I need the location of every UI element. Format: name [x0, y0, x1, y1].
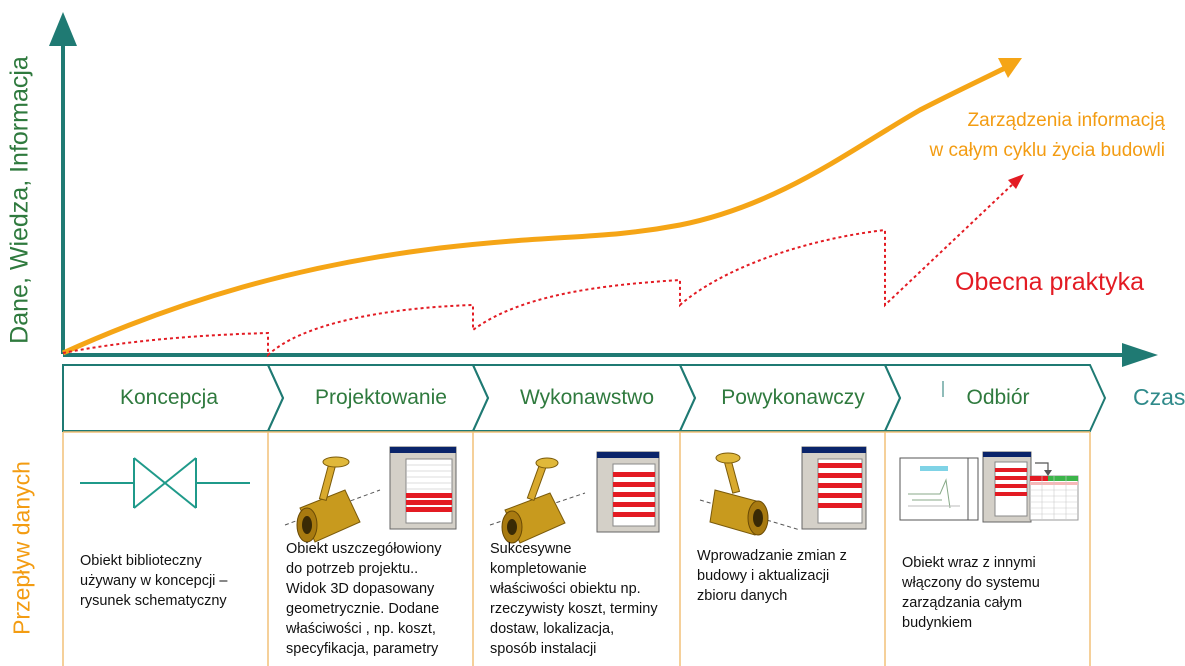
stage-label-odbior: Odbiór — [966, 386, 1030, 409]
y-axis-arrowhead — [49, 12, 77, 46]
stage-description-projektowanie: Obiekt uszczegółowiony do potrzeb projek… — [286, 541, 442, 657]
properties-dialog-icon — [596, 451, 660, 533]
chevron-odbior — [883, 364, 1107, 432]
stage-chevrons — [62, 364, 1107, 432]
red-curve-arrowhead — [1008, 174, 1024, 189]
data-flow-boxes — [62, 431, 1091, 666]
red-current-practice-curve — [62, 181, 1016, 358]
orange-lifecycle-curve — [61, 65, 1007, 356]
system-drawing-icon — [899, 457, 979, 521]
valve-symbol-icon — [80, 457, 250, 509]
stage-label-wykonawstwo: Wykonawstwo — [519, 386, 655, 409]
properties-dialog-icon — [982, 451, 1032, 523]
red-curve-label: Obecna praktyka — [955, 268, 1144, 296]
orange-curve-label: Zarządzenia informacją w całym cyklu życ… — [929, 110, 1165, 161]
x-axis-arrowhead — [1122, 343, 1158, 367]
stage-label-powykonawczy: Powykonawczy — [721, 386, 865, 409]
stage-description-powykonawczy: Wprowadzanie zmian z budowy i aktualizac… — [697, 548, 847, 604]
orange-curve-arrowhead — [998, 58, 1022, 78]
3d-valve-icon — [284, 456, 381, 543]
data-table-icon — [1029, 475, 1079, 521]
3d-valve-icon — [699, 452, 801, 536]
properties-dialog-icon — [801, 446, 867, 530]
3d-valve-icon — [489, 457, 586, 544]
stage-description-odbior: Obiekt wraz z innymi włączony do systemu… — [902, 555, 1040, 631]
stage-label-koncepcja: Koncepcja — [119, 386, 219, 409]
transfer-arrow-icon — [1035, 462, 1049, 472]
stage-description-koncepcja: Obiekt biblioteczny używany w koncepcji … — [80, 553, 228, 609]
stage-label-projektowanie: Projektowanie — [315, 386, 447, 409]
properties-dialog-icon — [389, 446, 457, 530]
x-axis-label: Czas — [1133, 384, 1185, 410]
stage-description-wykonawstwo: Sukcesywne kompletowanie właściwości obi… — [490, 541, 658, 657]
